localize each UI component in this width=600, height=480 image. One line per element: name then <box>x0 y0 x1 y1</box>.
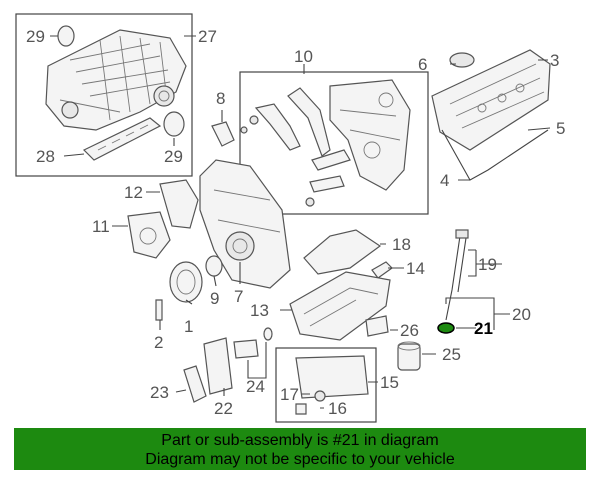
label-15: 15 <box>380 373 399 392</box>
banner-line-2: Diagram may not be specific to your vehi… <box>145 451 455 468</box>
label-18: 18 <box>392 235 411 254</box>
label-14: 14 <box>406 259 425 278</box>
crank-pulley <box>169 261 203 303</box>
part-12-cover <box>159 179 199 229</box>
label-27: 27 <box>198 27 217 46</box>
baffle-plate <box>303 229 382 275</box>
chain-guides <box>249 87 351 207</box>
parts-diagram: 29 27 28 29 10 6 3 5 4 8 12 11 9 7 1 2 1… <box>15 13 565 423</box>
drain-washer <box>314 390 326 402</box>
label-10: 10 <box>294 47 313 66</box>
upper-oil-pan <box>289 271 391 341</box>
label-2: 2 <box>154 333 163 352</box>
info-banner: Part or sub-assembly is #21 in diagram D… <box>14 428 586 470</box>
lower-oil-pan <box>295 355 369 399</box>
o-ring-21 <box>437 322 455 334</box>
part-8-tensioner <box>211 121 235 147</box>
gasket-28 <box>82 117 162 161</box>
label-6: 6 <box>418 55 427 74</box>
valve-cover <box>431 49 551 151</box>
label-4: 4 <box>440 171 449 190</box>
label-21: 21 <box>474 319 493 338</box>
label-8: 8 <box>216 89 225 108</box>
part-14-bracket <box>371 261 393 279</box>
label-26: 26 <box>400 321 419 340</box>
label-28: 28 <box>36 147 55 166</box>
label-11: 11 <box>92 217 110 236</box>
oil-strainer <box>183 365 207 403</box>
group-box-oil-pan <box>275 347 377 423</box>
intake-manifold <box>45 29 187 131</box>
oil-filter <box>397 341 421 371</box>
banner-line-1: Part or sub-assembly is #21 in diagram <box>161 432 439 449</box>
front-cover <box>199 159 291 289</box>
dipstick <box>445 229 469 321</box>
part-11-water-pump <box>127 211 171 259</box>
timing-cover-inner <box>329 79 411 191</box>
gasket-29-bottom <box>163 111 185 137</box>
label-23: 23 <box>150 383 169 402</box>
label-9: 9 <box>210 289 219 308</box>
oil-sensor <box>365 315 389 337</box>
valve-cover-gasket <box>441 129 549 181</box>
label-20: 20 <box>512 305 531 324</box>
front-seal <box>205 255 223 277</box>
label-24: 24 <box>246 377 265 396</box>
label-19: 19 <box>478 255 497 274</box>
part-24-washer <box>263 327 273 341</box>
label-16: 16 <box>328 399 347 418</box>
label-5: 5 <box>556 119 565 138</box>
drain-plug <box>295 403 307 415</box>
label-25: 25 <box>442 345 461 364</box>
gasket-29-top <box>57 25 75 47</box>
label-29-top: 29 <box>26 27 45 46</box>
label-12: 12 <box>124 183 143 202</box>
label-13: 13 <box>250 301 269 320</box>
group-box-timing <box>239 71 429 215</box>
bolt-2 <box>155 299 163 321</box>
label-3: 3 <box>550 51 559 70</box>
label-22: 22 <box>214 399 233 418</box>
label-7: 7 <box>234 287 243 306</box>
leaders <box>50 35 551 409</box>
label-17: 17 <box>280 385 299 404</box>
label-1: 1 <box>184 317 193 336</box>
oil-pump-cover <box>203 337 233 395</box>
oil-filler-cap <box>449 52 475 68</box>
label-29-bottom: 29 <box>164 147 183 166</box>
part-24-pipe <box>233 339 259 359</box>
group-box-intake <box>15 13 193 177</box>
part-8-bolt <box>240 126 248 134</box>
